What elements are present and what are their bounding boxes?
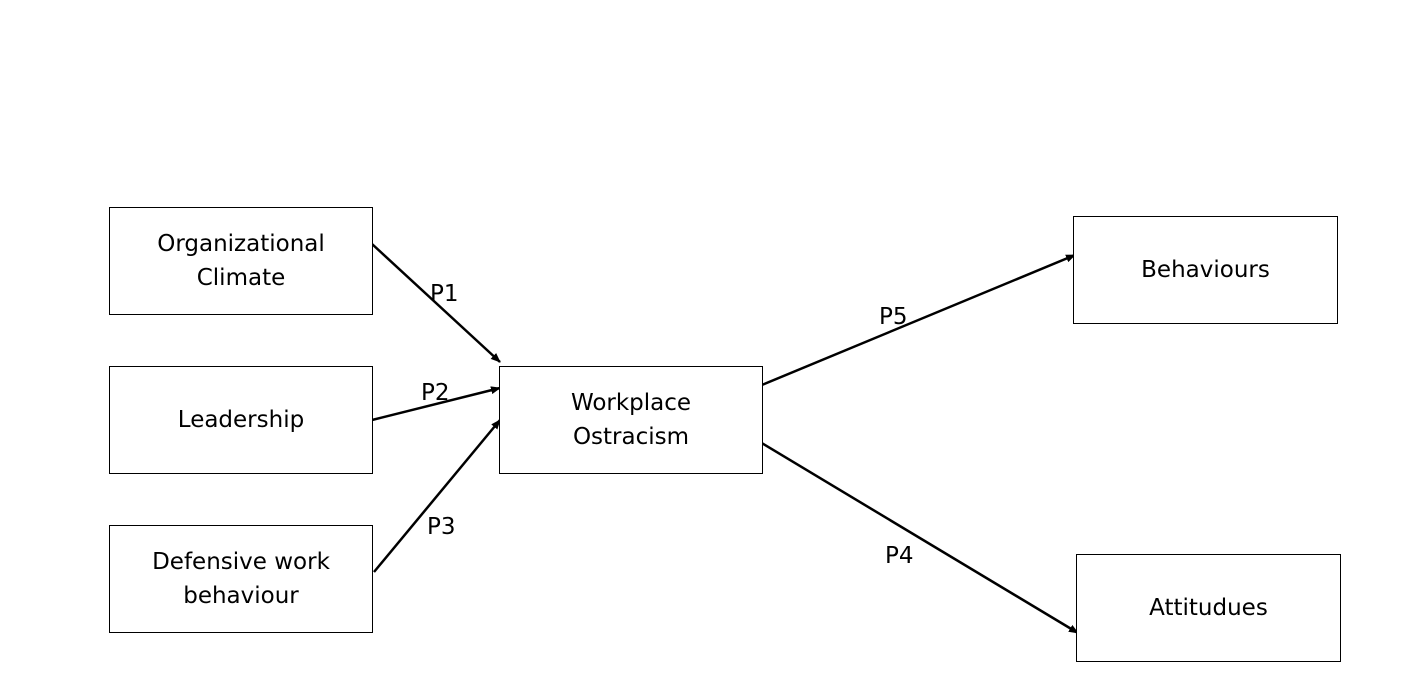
- node-label: Defensive work behaviour: [152, 545, 330, 613]
- node-label: Organizational Climate: [157, 227, 325, 295]
- edge-label-p1: P1: [430, 281, 459, 307]
- edge-label-p3: P3: [427, 514, 456, 540]
- node-label-line: behaviour: [183, 583, 299, 609]
- node-leadership: Leadership: [109, 366, 373, 474]
- node-label: Workplace Ostracism: [571, 386, 691, 454]
- arrow-p4: [759, 440, 1079, 635]
- node-label-line: Defensive work: [152, 549, 330, 575]
- arrow-p5: [756, 253, 1076, 389]
- node-label-line: Organizational: [157, 231, 325, 257]
- node-defensive-work-behaviour: Defensive work behaviour: [109, 525, 373, 633]
- node-workplace-ostracism: Workplace Ostracism: [499, 366, 763, 474]
- node-attitudes: Attitudues: [1076, 554, 1341, 662]
- edge-label-p5: P5: [879, 304, 908, 330]
- node-label-line: Leadership: [177, 407, 305, 433]
- arrow-p2: [371, 386, 501, 422]
- node-organizational-climate: Organizational Climate: [109, 207, 373, 315]
- edge-label-p2: P2: [421, 380, 450, 406]
- node-label: Leadership: [178, 403, 304, 437]
- node-label-line: Workplace: [570, 390, 692, 416]
- arrow-p1: [371, 243, 501, 363]
- node-label-line: Behaviours: [1141, 257, 1270, 283]
- arrow-p3: [373, 419, 501, 573]
- node-label-line: Ostracism: [572, 424, 690, 450]
- node-label: Attitudues: [1149, 591, 1268, 625]
- edge-label-p4: P4: [885, 543, 914, 569]
- node-label: Behaviours: [1141, 253, 1270, 287]
- node-label-line: Attitudues: [1149, 595, 1268, 621]
- node-label-line: Climate: [196, 265, 286, 291]
- node-behaviours: Behaviours: [1073, 216, 1338, 324]
